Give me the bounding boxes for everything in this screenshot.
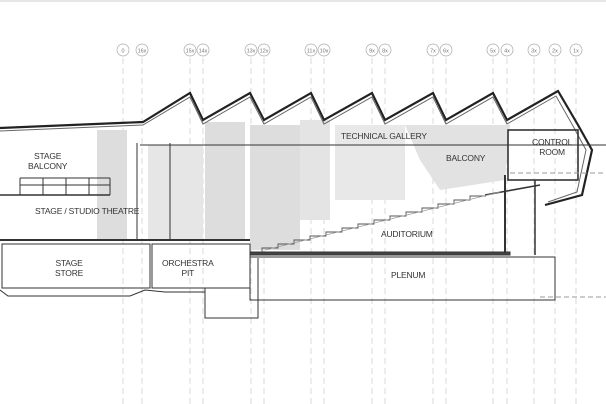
room-label-technical-gallery: TECHNICAL GALLERY — [341, 131, 427, 141]
grid-label: 12x — [260, 49, 269, 55]
grid-bubble — [569, 43, 583, 57]
grid-heads: 0 16x 15x 14x 13x 12x 11x 10x 9x 8x 7x 6x 5x 4x 3x 2x 1x — [116, 43, 583, 57]
room-label-orchestra-pit: ORCHESTRA PIT — [162, 258, 214, 278]
grid-label: 2x — [552, 49, 558, 55]
room-label-stage-store: STAGE STORE — [55, 258, 84, 278]
grid-label: 8x — [382, 49, 388, 55]
room-label-plenum: PLENUM — [391, 270, 426, 280]
grid-label: 11x — [307, 49, 316, 55]
grid-bubble — [317, 43, 331, 57]
grid-bubble — [196, 43, 210, 57]
room-label-control-room: CONTROL ROOM — [532, 137, 573, 157]
room-label-stage-studio-theatre: STAGE / STUDIO THEATRE — [35, 206, 140, 216]
grid-bubble — [378, 43, 392, 57]
seating-steps — [261, 195, 486, 252]
grid-label: 13x — [247, 49, 256, 55]
grid-bubble — [486, 43, 500, 57]
grid-label: 4x — [504, 49, 510, 55]
room-label-auditorium: AUDITORIUM — [381, 229, 433, 239]
grid-bubble — [183, 43, 197, 57]
sightline — [264, 191, 501, 251]
grid-label: 1x — [573, 49, 579, 55]
grid-bubble — [426, 43, 440, 57]
grid-label: 0 — [121, 49, 124, 55]
grid-bubble — [135, 43, 149, 57]
grid-bubble — [527, 43, 541, 57]
room-label-stage-balcony: STAGE BALCONY — [28, 151, 68, 171]
grid-bubble — [500, 43, 514, 57]
auditorium-seating-steps — [261, 195, 486, 252]
grid-bubble — [244, 43, 258, 57]
room-label-balcony: BALCONY — [446, 153, 486, 163]
grid-label: 16x — [138, 49, 147, 55]
grid-bubble — [257, 43, 271, 57]
shaded-walls — [97, 120, 510, 250]
grid-bubble — [116, 43, 130, 57]
grid-label: 7x — [430, 49, 436, 55]
grid-label: 10x — [320, 49, 329, 55]
grid-bubble — [304, 43, 318, 57]
grid-label: 6x — [443, 49, 449, 55]
roof-inner — [0, 95, 587, 203]
grid-label: 15x — [186, 49, 195, 55]
grid-label: 5x — [490, 49, 496, 55]
grid-label: 3x — [531, 49, 537, 55]
grid-label: 9x — [369, 49, 375, 55]
grid-label: 14x — [199, 49, 208, 55]
grid-bubble — [548, 43, 562, 57]
grid-bubble — [365, 43, 379, 57]
structure — [0, 129, 606, 319]
roof — [0, 89, 594, 207]
grid-bubble — [439, 43, 453, 57]
